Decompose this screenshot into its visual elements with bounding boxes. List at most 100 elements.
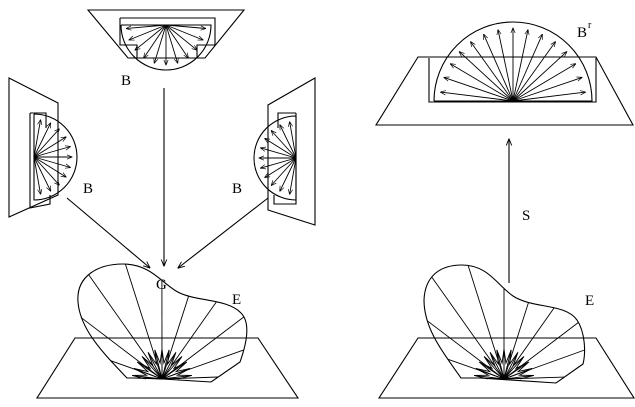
ray-arrow [280,125,297,159]
spike [161,374,192,380]
ray-arrow [512,34,542,102]
label-b-right: B [232,181,242,197]
left-environment-plane [36,263,300,399]
top-device-frame [86,9,246,59]
ray-arrow [33,156,59,185]
left-center-spikes [132,348,192,380]
right-hemisphere-rays [259,122,297,195]
ray-arrow [33,156,71,168]
lobe-ray [503,307,555,380]
lobe-ray [427,320,505,380]
ray-arrow [260,148,297,159]
spike [147,352,163,380]
spike [503,374,534,380]
ray-arrow [512,42,556,102]
spike [141,356,163,380]
spike [161,361,187,380]
lobe-ray [161,296,190,380]
ray-arrow [471,42,514,102]
ray-arrow [512,77,582,102]
lobe-ray [431,276,505,380]
arrow-left-to-g [66,197,150,268]
spike [503,361,529,380]
right-hemisphere-device [253,77,316,226]
ray-arrow [265,157,297,178]
top-hemisphere-device [86,9,246,71]
top-hemisphere-rays [126,24,206,65]
ray-arrow [271,131,297,159]
spike [503,356,525,380]
ray-arrow [265,138,297,159]
spike [161,367,191,380]
ray-arrow [144,24,167,58]
ray-arrow [165,24,206,29]
label-s: S [522,208,530,224]
left-hemisphere-rays [33,120,72,195]
ray-arrow [165,24,203,40]
lobe-ray [161,376,219,380]
left-device-frame [8,77,59,218]
ray-arrow [126,24,167,29]
ray-arrow [165,24,197,50]
ray-arrow [512,92,586,102]
ray-arrow [33,120,41,158]
spike [483,356,505,380]
ray-arrow [33,156,51,191]
ray-arrow [512,52,567,102]
label-e-right: E [585,293,594,309]
ray-arrow [33,137,66,158]
ray-arrow [441,92,514,102]
arrow-right-to-g [178,197,269,268]
ray-arrow [498,30,514,102]
ray-arrow [154,24,167,63]
left-hemisphere-device [8,77,78,218]
ray-arrow [512,30,528,102]
ray-arrow [450,64,514,102]
spike [479,361,505,380]
spike [133,367,163,380]
right-center-spikes [474,348,534,380]
right-device-frame [267,77,316,226]
ray-arrow [33,156,66,177]
left-hemisphere-outline [33,113,78,201]
label-b-left: B [83,181,93,197]
ray-arrow [129,24,167,40]
right-environment-lobe [423,264,586,384]
ray-arrow [512,64,576,102]
ray-arrow [165,24,188,58]
ray-arrow [260,157,297,168]
spike [475,367,505,380]
reconstructed-hemisphere-device [375,21,634,126]
right-hemisphere-outline [253,115,297,201]
right-environment-plane [377,264,635,399]
label-b-top: B [121,73,131,89]
lobe-ray [503,376,565,380]
spike [161,356,183,380]
spike [503,352,519,380]
right-plane [377,337,635,399]
ray-arrow [33,123,51,158]
ray-arrow [33,129,59,158]
spike [137,361,163,380]
ray-arrow [33,147,71,158]
spike [474,374,505,380]
ray-arrow [290,157,297,194]
lobe-ray [81,317,163,380]
right-top-inner-panel [428,58,597,103]
spike [503,349,512,380]
left-environment-lobe [77,263,248,383]
label-e-left: E [232,292,241,308]
lobe-ray [467,265,505,380]
label-b-r-superscript: r [588,20,592,31]
ray-arrow [135,24,167,50]
ray-arrow [484,34,514,102]
lobe-ray [161,316,245,380]
reconstructed-hemisphere-outline [433,21,593,102]
lobe-ray [161,301,217,380]
spike [503,367,533,380]
ray-arrow [33,156,41,194]
top-hemisphere-outline [120,24,212,71]
ray-arrow [280,157,297,191]
lobe-ray [88,274,163,380]
